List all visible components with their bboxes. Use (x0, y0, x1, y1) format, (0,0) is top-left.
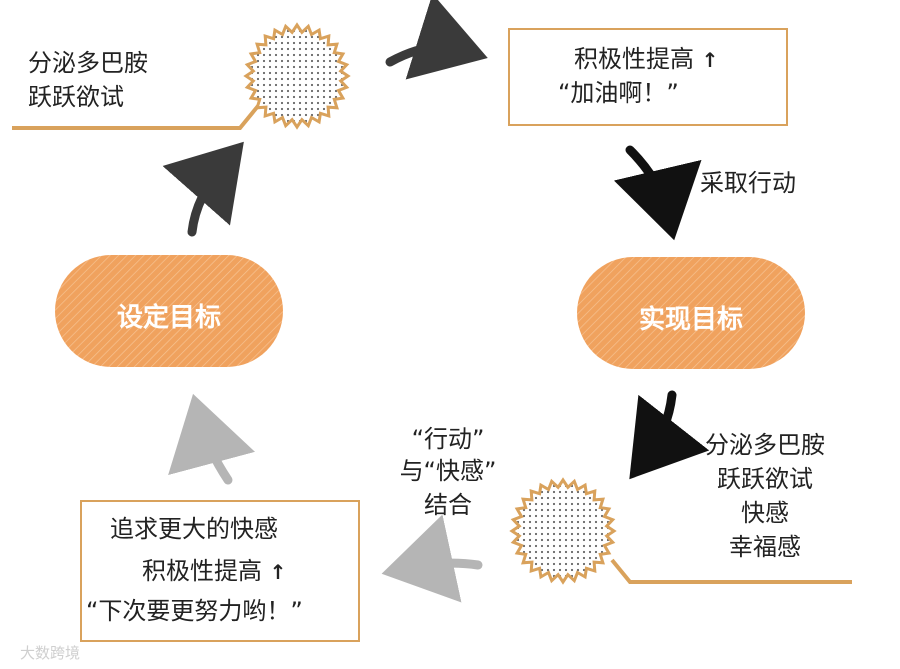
motivation-line1: 积极性提高 ↑ (574, 44, 718, 75)
up-arrow-icon: ↑ (269, 560, 287, 584)
achieve-goal-pill (577, 257, 805, 369)
arrow-top (385, 0, 488, 80)
top-left-line (12, 104, 260, 130)
pursuit-line2: 积极性提高 ↑ (142, 556, 286, 587)
arrow-to-bottom-neuron (629, 390, 710, 480)
arrow-up-grey (168, 393, 256, 485)
combine-line1: “行动” (411, 425, 485, 453)
watermark: 大数跨境 (20, 644, 81, 662)
arrow-to-top-neuron (162, 141, 244, 237)
motivation-text: 积极性提高 (574, 45, 694, 73)
set-goal-pill (55, 255, 283, 367)
top-neuron-icon (243, 22, 351, 130)
bottom-right-line1: 分泌多巴胺 (705, 431, 825, 459)
bottom-right-line (610, 558, 852, 584)
pursuit-line3: “下次要更努力哟！” (86, 597, 303, 625)
top-left-line1: 分泌多巴胺 (28, 49, 148, 77)
bottom-right-line4: 幸福感 (729, 533, 801, 561)
motivation-box (508, 28, 788, 126)
set-goal-label: 设定目标 (116, 303, 221, 333)
take-action-label: 采取行动 (700, 169, 796, 197)
bottom-right-line2: 跃跃欲试 (717, 465, 813, 493)
arrow-to-achieve (613, 145, 702, 241)
up-arrow-icon: ↑ (701, 48, 719, 72)
pursuit-box (80, 500, 360, 642)
top-left-line2: 跃跃欲试 (28, 83, 124, 111)
bottom-right-line3: 快感 (741, 499, 789, 527)
bottom-neuron-icon (509, 477, 617, 585)
combine-line2: 与“快感” (399, 457, 497, 485)
combine-line3: 结合 (424, 491, 472, 519)
achieve-goal-label: 实现目标 (638, 305, 743, 335)
pursuit-line1: 追求更大的快感 (110, 515, 278, 543)
pursuit-text: 积极性提高 (142, 557, 262, 585)
motivation-line2: “加油啊！” (558, 79, 679, 107)
arrow-to-bottom-left (381, 514, 483, 603)
